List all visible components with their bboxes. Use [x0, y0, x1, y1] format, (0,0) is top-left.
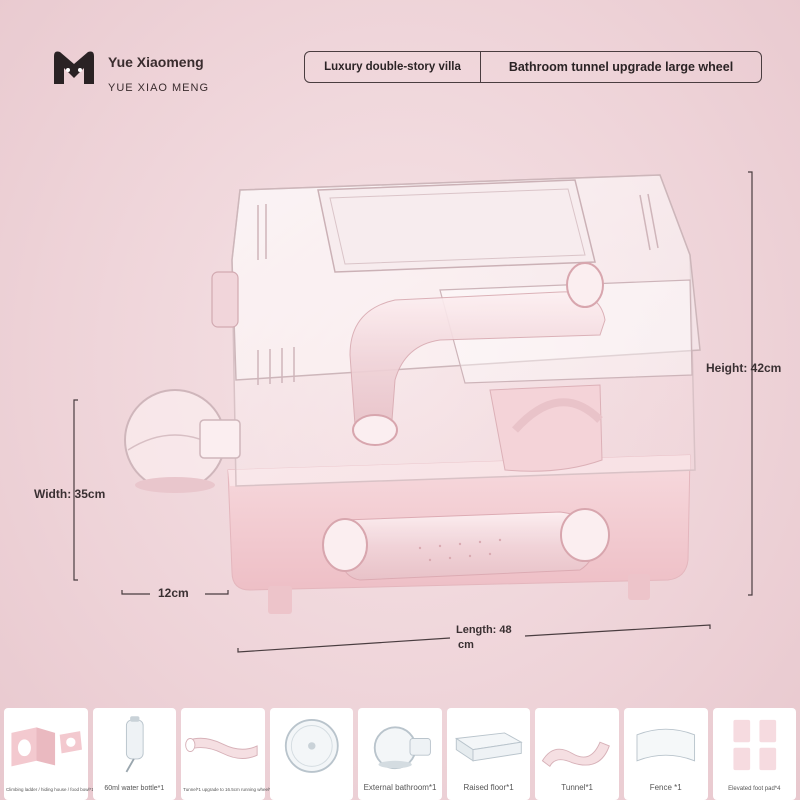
ladder-house-icon: [11, 727, 82, 767]
height-label: Height: 42cm: [706, 361, 782, 375]
accessory-card-water-bottle[interactable]: 60ml water bottle*1: [92, 708, 177, 800]
accessory-caption: Tunnel*1: [561, 783, 594, 792]
depth-label: 12cm: [158, 586, 189, 600]
length-label-1: Length: 48: [456, 624, 512, 636]
tab-luxury-villa[interactable]: Luxury double-story villa: [305, 52, 481, 82]
hamster-cage-illustration: [73, 171, 753, 653]
accessory-caption: 60ml water bottle*1: [104, 785, 165, 792]
accessory-card-fence[interactable]: Fence *1: [623, 708, 708, 800]
accessory-card-bathroom[interactable]: External bathroom*1: [358, 708, 442, 800]
feature-tabs: Luxury double-story villa Bathroom tunne…: [304, 51, 762, 83]
accessory-card-tunnel[interactable]: Tunnel*1 upgrade to 16.5cm running wheel…: [181, 708, 274, 800]
brand-name: Yue Xiaomeng: [108, 54, 204, 70]
width-label: Width: 35cm: [34, 487, 106, 501]
tab-bathroom-tunnel[interactable]: Bathroom tunnel upgrade large wheel: [508, 60, 734, 74]
length-label-2: cm: [458, 639, 474, 651]
accessory-caption: Fence *1: [649, 783, 682, 792]
water-bottle-icon: [125, 716, 144, 773]
accessory-caption: External bathroom*1: [363, 783, 437, 792]
accessory-caption: Tunnel*1 upgrade to 16.5cm running wheel…: [183, 787, 274, 792]
brand-subtitle: YUE XIAO MENG: [108, 82, 210, 94]
accessory-card-raised-floor[interactable]: Raised floor*1: [446, 708, 531, 800]
tunnel-icon: [185, 737, 258, 759]
accessory-card-running-wheel[interactable]: [269, 708, 354, 800]
side-door: [211, 271, 239, 328]
dimension-lines: [73, 171, 753, 653]
accessory-caption: Climbing ladder / hiding house / food bo…: [6, 787, 94, 792]
accessory-card-curved-tunnel[interactable]: Tunnel*1: [535, 708, 619, 800]
accessory-card-ladder[interactable]: Climbing ladder / hiding house / food bo…: [4, 708, 94, 800]
m-bear-logo-icon: [54, 51, 94, 84]
fence-icon: [636, 728, 695, 762]
inner-bath-bowl: [489, 384, 603, 472]
accessory-strip: Climbing ladder / hiding house / food bo…: [0, 708, 800, 800]
running-wheel-icon: [284, 719, 339, 773]
external-bathroom-sphere: [124, 389, 241, 493]
curved-tunnel-icon: [542, 741, 611, 768]
accessory-card-foot-pad[interactable]: Elevated foot pad*4: [712, 708, 797, 800]
raised-floor-icon: [454, 732, 523, 762]
accessory-caption: Raised floor*1: [463, 783, 514, 792]
upper-tunnel: [349, 262, 606, 446]
accessory-caption: Elevated foot pad*4: [728, 786, 781, 792]
lower-tunnel: [322, 508, 610, 581]
bathroom-icon: [374, 726, 432, 770]
foot-pad-icon: [732, 719, 776, 771]
brand-block: Yue Xiaomeng YUE XIAO MENG: [50, 42, 250, 102]
